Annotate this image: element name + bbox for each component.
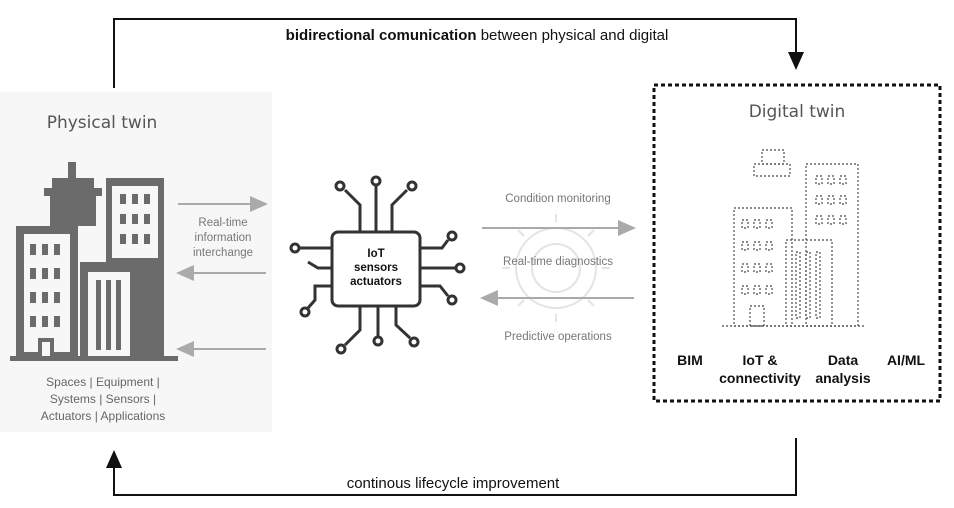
capability-line: IoT &: [742, 352, 778, 368]
realtime-interchange-label: Real-time information interchange: [168, 216, 278, 261]
capability-iot-connectivity: IoT & connectivity: [712, 351, 808, 387]
predictive-operations-label: Predictive operations: [504, 331, 612, 343]
capability-line: connectivity: [719, 370, 801, 386]
iot-chip-label: IoT sensors actuators: [335, 247, 417, 289]
capability-ai-ml: AI/ML: [874, 351, 938, 369]
component-line: Actuators | Applications: [40, 409, 166, 423]
capability-line: AI/ML: [886, 352, 926, 368]
gear-icon: [502, 214, 610, 322]
bottom-lifecycle-arrow: [106, 438, 797, 496]
component-line: Systems | Sensors |: [49, 392, 157, 406]
top-caption-bold: bidirectional comunication: [285, 27, 477, 44]
digital-twin-frame: [652, 83, 942, 403]
chip-line: IoT: [367, 248, 385, 260]
capability-data-analysis: Data analysis: [808, 351, 878, 387]
capability-line: analysis: [815, 370, 871, 386]
physical-components-list: Spaces | Equipment | Systems | Sensors |…: [20, 374, 186, 425]
bottom-caption: continous lifecycle improvement: [346, 475, 560, 492]
top-caption: bidirectional comunication between physi…: [0, 27, 954, 44]
chip-line: sensors: [353, 262, 399, 274]
top-caption-rest: between physical and digital: [476, 27, 669, 44]
top-communication-arrow: [113, 18, 804, 88]
capability-bim: BIM: [662, 351, 718, 369]
digital-building-icon: [722, 149, 866, 327]
chip-line: actuators: [350, 276, 402, 288]
iot-chip-icon: [289, 175, 466, 355]
label-line: Real-time: [198, 217, 248, 229]
realtime-diagnostics-label: Real-time diagnostics: [503, 256, 613, 268]
physical-twin-title: Physical twin: [46, 113, 158, 133]
capability-line: BIM: [677, 352, 703, 368]
capability-line: Data: [827, 352, 859, 368]
digital-twin-title: Digital twin: [748, 102, 846, 122]
label-line: information: [194, 232, 252, 244]
condition-monitoring-label: Condition monitoring: [505, 193, 611, 205]
component-line: Spaces | Equipment |: [46, 375, 160, 389]
label-line: interchange: [192, 247, 254, 259]
physical-building-icon: [10, 162, 178, 361]
